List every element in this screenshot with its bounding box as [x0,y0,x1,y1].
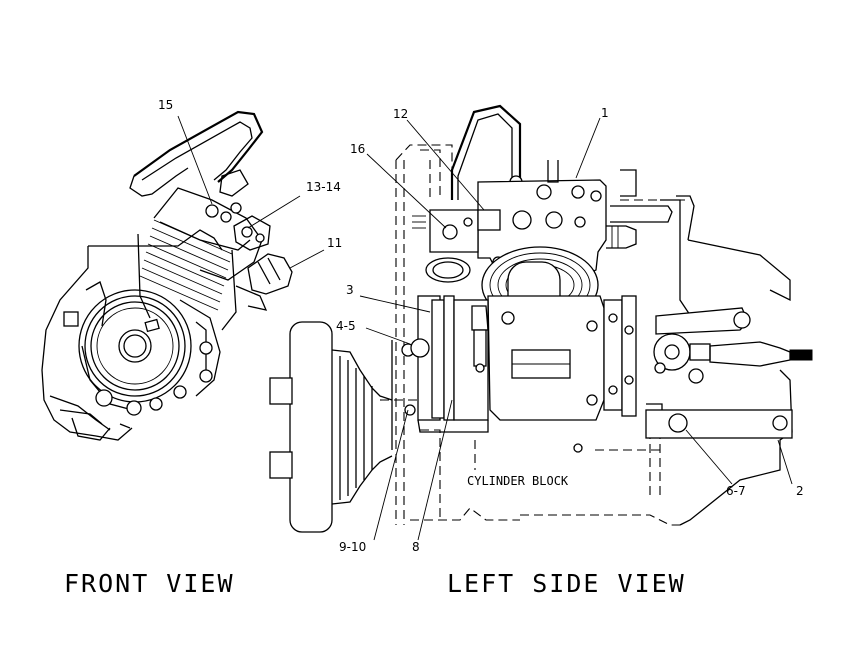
callout-12: 12 [393,107,408,121]
front-view-title: FRONT VIEW [64,569,235,598]
callout-4-5: 4-5 [336,319,356,333]
left-side-view-title: LEFT SIDE VIEW [447,569,686,598]
callout-13-14: 13-14 [306,180,341,194]
callout-3: 3 [346,283,354,297]
front-view-drawing [41,110,293,441]
cylinder-block-label: CYLINDER BLOCK [467,474,569,488]
callout-2: 2 [796,484,804,498]
callout-9-10: 9-10 [339,540,366,554]
callout-15: 15 [158,98,173,112]
callout-6-7: 6-7 [726,484,746,498]
callout-labels: 1 2 3 4-5 6-7 8 9-10 11 12 13-14 15 16 [158,98,804,554]
left-side-view-drawing [269,104,813,533]
leader-lines [177,115,793,541]
callout-11: 11 [327,236,342,250]
callout-8: 8 [412,540,420,554]
callout-1: 1 [601,106,609,120]
callout-16: 16 [350,142,365,156]
